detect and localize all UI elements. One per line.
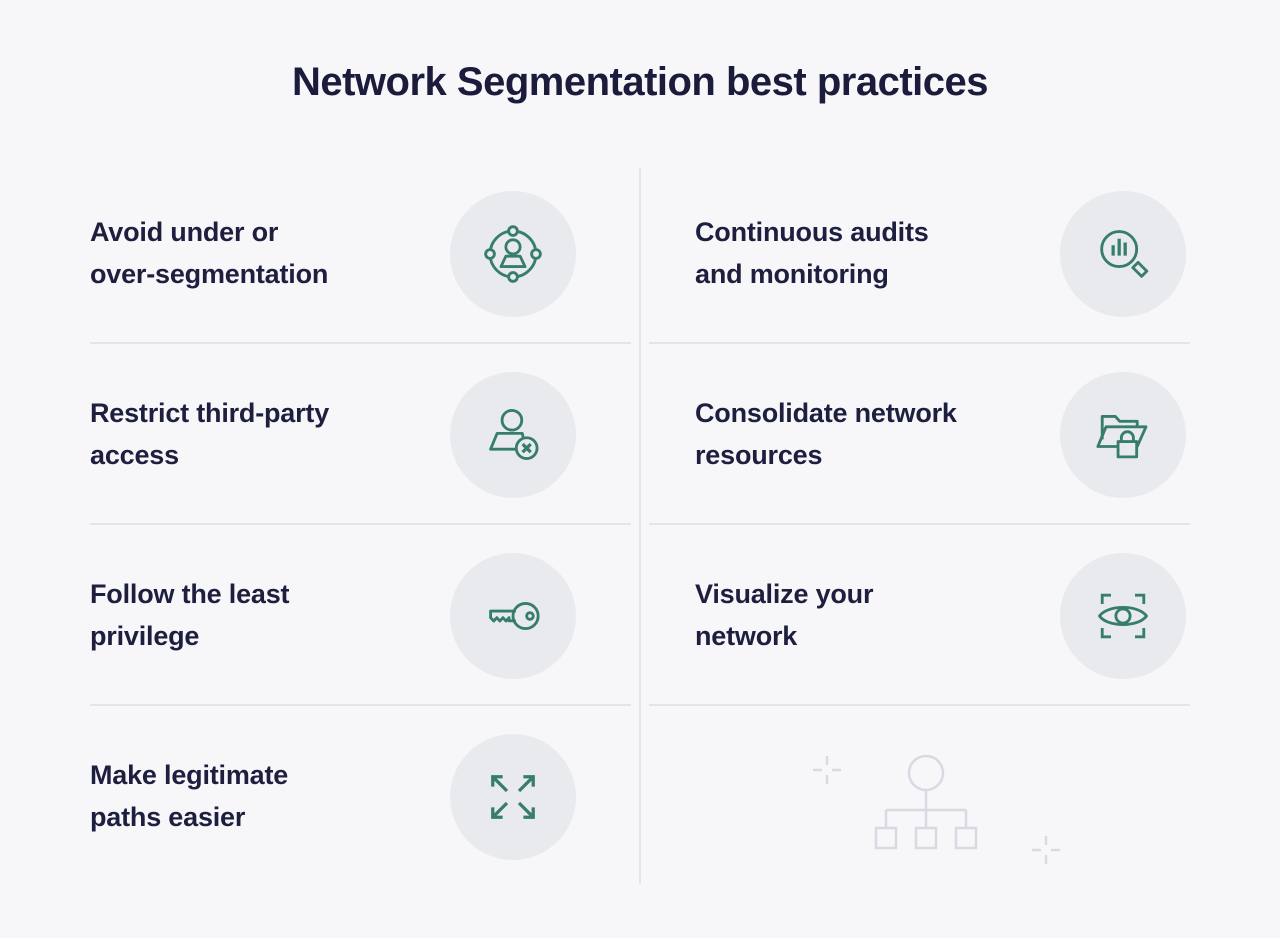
practice-item: Follow the least privilege bbox=[90, 525, 640, 706]
practice-item: Make legitimate paths easier bbox=[90, 706, 640, 887]
user-remove-icon bbox=[450, 371, 576, 498]
folder-lock-icon bbox=[1060, 371, 1186, 498]
eye-scan-icon bbox=[1060, 552, 1186, 679]
network-tree-icon bbox=[874, 754, 978, 850]
page-title: Network Segmentation best practices bbox=[291, 60, 989, 104]
practice-label: Avoid under or over-segmentation bbox=[90, 217, 329, 289]
search-chart-icon bbox=[1060, 190, 1186, 317]
user-orbit-icon bbox=[450, 190, 576, 317]
practices-grid: Avoid under or over-segmentation Contin bbox=[90, 163, 1190, 887]
practice-label: Visualize your network bbox=[695, 579, 874, 651]
decorative-cell bbox=[640, 706, 1190, 887]
practice-label: Continuous audits and monitoring bbox=[695, 217, 929, 289]
practice-item: Restrict third-party access bbox=[90, 344, 640, 525]
practice-label: Consolidate network resources bbox=[695, 398, 957, 470]
practice-label: Make legitimate paths easier bbox=[90, 760, 289, 832]
sparkle-icon bbox=[1032, 836, 1060, 864]
expand-arrows-icon bbox=[450, 733, 576, 860]
vertical-divider bbox=[639, 168, 641, 884]
practice-label: Restrict third-party access bbox=[90, 398, 330, 470]
practice-item: Consolidate network resources bbox=[640, 344, 1190, 525]
sparkle-icon bbox=[813, 756, 841, 784]
practice-item: Continuous audits and monitoring bbox=[640, 163, 1190, 344]
practice-item: Avoid under or over-segmentation bbox=[90, 163, 640, 344]
practice-item: Visualize your network bbox=[640, 525, 1190, 706]
key-icon bbox=[450, 552, 576, 679]
practice-label: Follow the least privilege bbox=[90, 579, 290, 651]
